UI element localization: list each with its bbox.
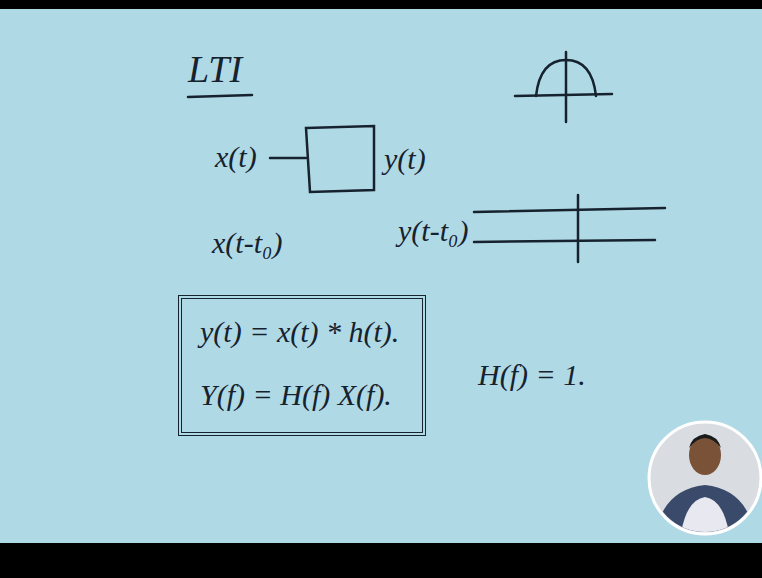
input-wire: [270, 157, 306, 160]
equation-box: y(t) = x(t) * h(t). Y(f) = H(f) X(f).: [178, 295, 426, 436]
system-box: [306, 126, 374, 192]
equation-text: Y(f) = H(f) X(f).: [200, 378, 404, 413]
signal-label: y(t-t₀): [398, 214, 468, 249]
graph-axis: [565, 52, 568, 122]
bell-curve: [536, 60, 596, 96]
signal-label: x(t-t₀): [212, 226, 282, 261]
graph-axis: [515, 94, 612, 96]
bottom-bar: [0, 543, 762, 578]
top-bar: [0, 0, 762, 9]
equation-text: y(t) = x(t) * h(t).: [200, 315, 404, 350]
sketch-line: [577, 195, 580, 262]
signal-label: x(t): [215, 140, 257, 175]
signal-label: H(f) = 1.: [478, 358, 586, 393]
sketch-line: [474, 240, 655, 242]
presenter-figure: [655, 434, 755, 540]
sketch-line: [474, 208, 665, 212]
board-title: LTI: [188, 48, 242, 92]
signal-label: y(t): [384, 142, 426, 177]
title-underline: [188, 95, 252, 97]
